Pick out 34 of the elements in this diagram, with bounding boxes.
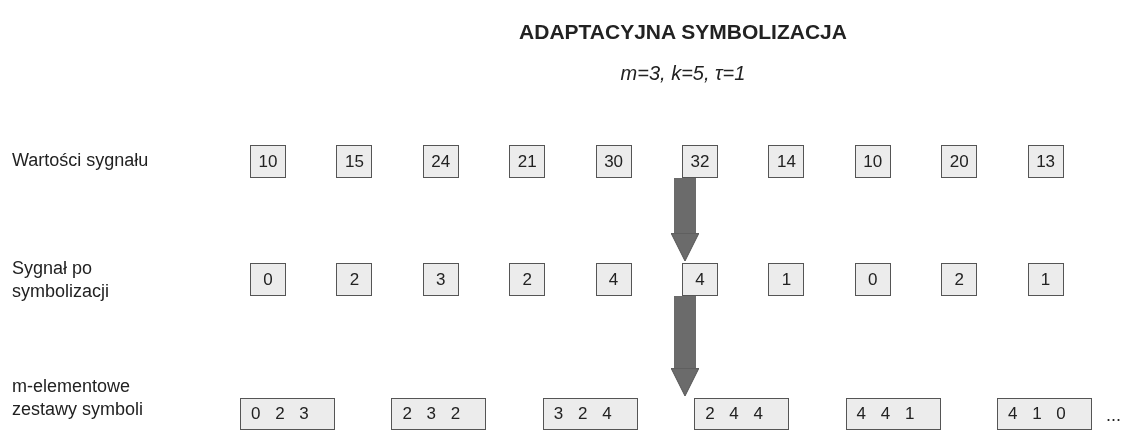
value-box: 10 [854, 145, 891, 178]
symbol-set-box: 4 4 1 [845, 398, 941, 430]
value-box: 15 [336, 145, 373, 178]
symbol-set-box: 2 4 4 [694, 398, 790, 430]
symbol-set-box: 4 1 0 [997, 398, 1092, 430]
ellipsis: ... [1106, 405, 1121, 426]
symbol-box: 3 [422, 263, 459, 296]
symbol-box: 0 [250, 263, 286, 296]
row-label: Wartości sygnału [12, 150, 150, 171]
value-box: 14 [768, 145, 805, 178]
symbol-set-box: 3 2 4 [542, 398, 638, 430]
value-box: 20 [941, 145, 978, 178]
symbol-box: 2 [336, 263, 373, 296]
symbol-box: 1 [768, 263, 805, 296]
diagram-title: ADAPTACYJNA SYMBOLIZACJA [518, 20, 848, 44]
symbol-box: 4 [682, 263, 718, 296]
value-box: 30 [595, 145, 632, 178]
value-box: 32 [682, 145, 718, 178]
value-box: 10 [250, 145, 286, 178]
row-label: m-elementowe zestawy symboli [12, 375, 145, 421]
block-arrow [670, 178, 700, 262]
parameters-subtitle: m=3, k=5, τ=1 [619, 62, 747, 85]
symbol-box: 2 [941, 263, 978, 296]
symbol-box: 1 [1027, 263, 1064, 296]
value-box: 21 [509, 145, 546, 178]
symbol-set-box: 0 2 3 [240, 398, 335, 430]
symbol-box: 4 [595, 263, 632, 296]
value-box: 13 [1027, 145, 1064, 178]
block-arrow [670, 296, 700, 397]
symbol-box: 0 [854, 263, 891, 296]
symbol-box: 2 [509, 263, 546, 296]
row-label: Sygnał po symbolizacji [12, 257, 111, 303]
value-box: 24 [422, 145, 459, 178]
symbol-set-box: 2 3 2 [391, 398, 487, 430]
